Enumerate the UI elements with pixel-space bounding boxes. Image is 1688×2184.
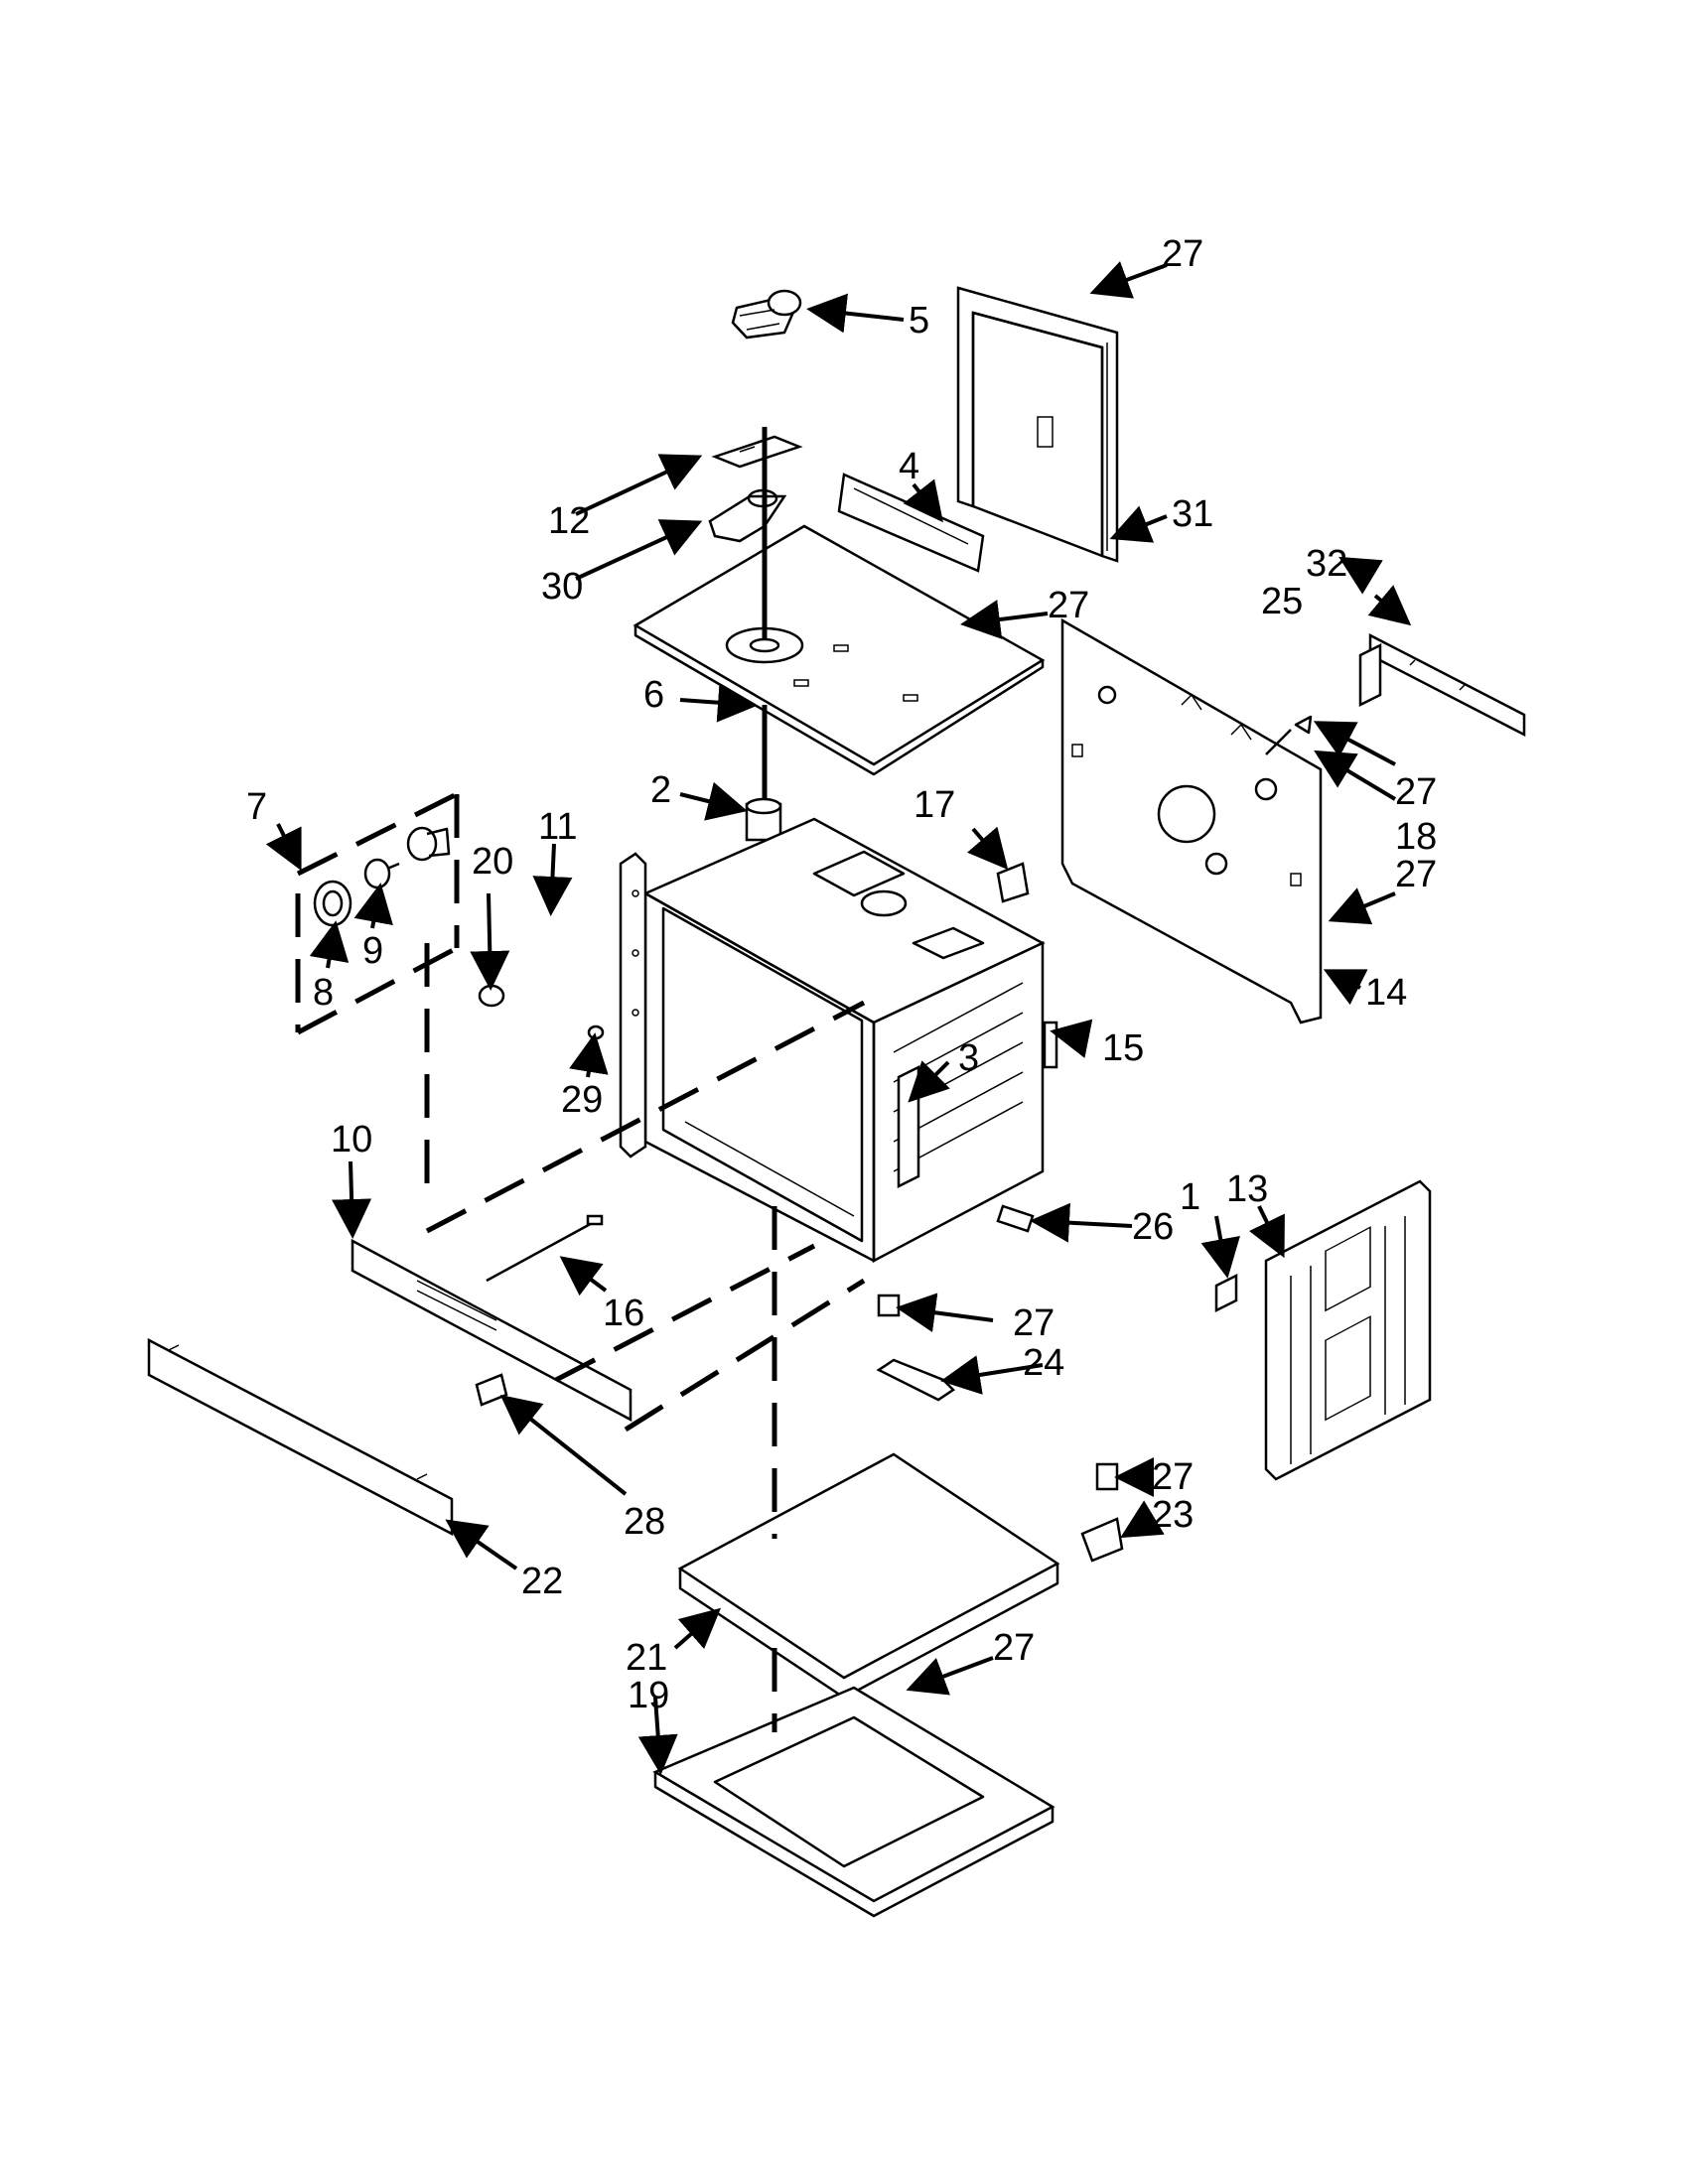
callout-13: 13 [1226,1168,1268,1210]
oven-cavity [642,817,1046,1264]
callout-27d: 27 [1395,854,1437,895]
callout-8: 8 [313,972,334,1014]
callout-17: 17 [914,784,955,826]
callout-15: 15 [1102,1027,1144,1069]
part-27-screw [877,1294,901,1317]
callout-29: 29 [561,1079,603,1121]
part-14-rear-panel [1060,617,1323,1024]
callout-3: 3 [958,1037,979,1079]
callout-18: 18 [1395,816,1437,858]
part-13-side-panel [1264,1179,1432,1481]
callout-25: 25 [1261,581,1303,622]
part-15-latch [1043,1021,1058,1069]
callout-31: 31 [1172,493,1213,535]
callout-16: 16 [603,1293,644,1334]
part-11-front-channel [619,852,647,1159]
callout-24: 24 [1023,1342,1064,1384]
part-7-lamp-housing [406,826,451,862]
callout-labels: 27 5 12 30 4 31 27 32 25 27 18 27 14 6 2… [246,233,1437,1716]
part-12-bracket [711,435,803,469]
callout-12: 12 [548,500,590,542]
callout-32: 32 [1306,543,1347,585]
part-1-clip [1214,1273,1238,1313]
callout-26: 26 [1132,1206,1174,1248]
callout-28: 28 [624,1501,665,1543]
part-25-bracket [1358,642,1382,708]
callout-30: 30 [541,566,583,608]
callout-2: 2 [650,769,671,811]
callout-22: 22 [521,1561,563,1602]
callout-6: 6 [643,674,664,716]
part-19-base-panel [652,1686,1055,1918]
part-9-lamp-bulb [363,858,400,889]
callout-27c: 27 [1395,771,1437,813]
part-18-sensor [1265,715,1313,755]
part-8-lamp-ring [313,880,352,927]
callout-arrows [265,261,1412,1775]
callout-1: 1 [1180,1176,1200,1218]
callout-5: 5 [909,300,929,341]
part-26-screw [996,1204,1035,1233]
part-5-thermal-fuse [731,289,802,340]
callout-27g: 27 [993,1627,1035,1669]
callout-27f: 27 [1152,1456,1194,1498]
part-6-top-panel [633,524,1046,776]
callout-20: 20 [472,841,513,883]
callout-11: 11 [538,806,577,848]
part-22-lower-trim [147,1337,454,1537]
part-30-bracket [708,488,787,543]
part-24-bracket [876,1358,955,1402]
callout-7: 7 [246,786,267,828]
callout-14: 14 [1365,972,1407,1014]
part-2-convection-motor [745,797,782,842]
part-20-plug [478,984,505,1008]
callout-19: 19 [628,1675,669,1716]
part-23-bracket [1080,1462,1124,1563]
callout-4: 4 [899,446,919,487]
callout-9: 9 [362,930,383,972]
callout-23: 23 [1152,1494,1194,1536]
part-3-side-bracket [897,1064,920,1189]
callout-10: 10 [331,1119,372,1160]
callout-21: 21 [626,1637,667,1679]
part-31-rear-panel [956,286,1119,563]
part-29-screw [587,1024,605,1040]
part-16-wire [486,1214,604,1283]
part-32-rail [1368,632,1526,738]
callout-27: 27 [1162,233,1203,275]
part-17-bracket [996,862,1030,903]
callout-27b: 27 [1048,585,1089,626]
part-28-screw [475,1373,508,1407]
callout-27e: 27 [1013,1302,1055,1344]
